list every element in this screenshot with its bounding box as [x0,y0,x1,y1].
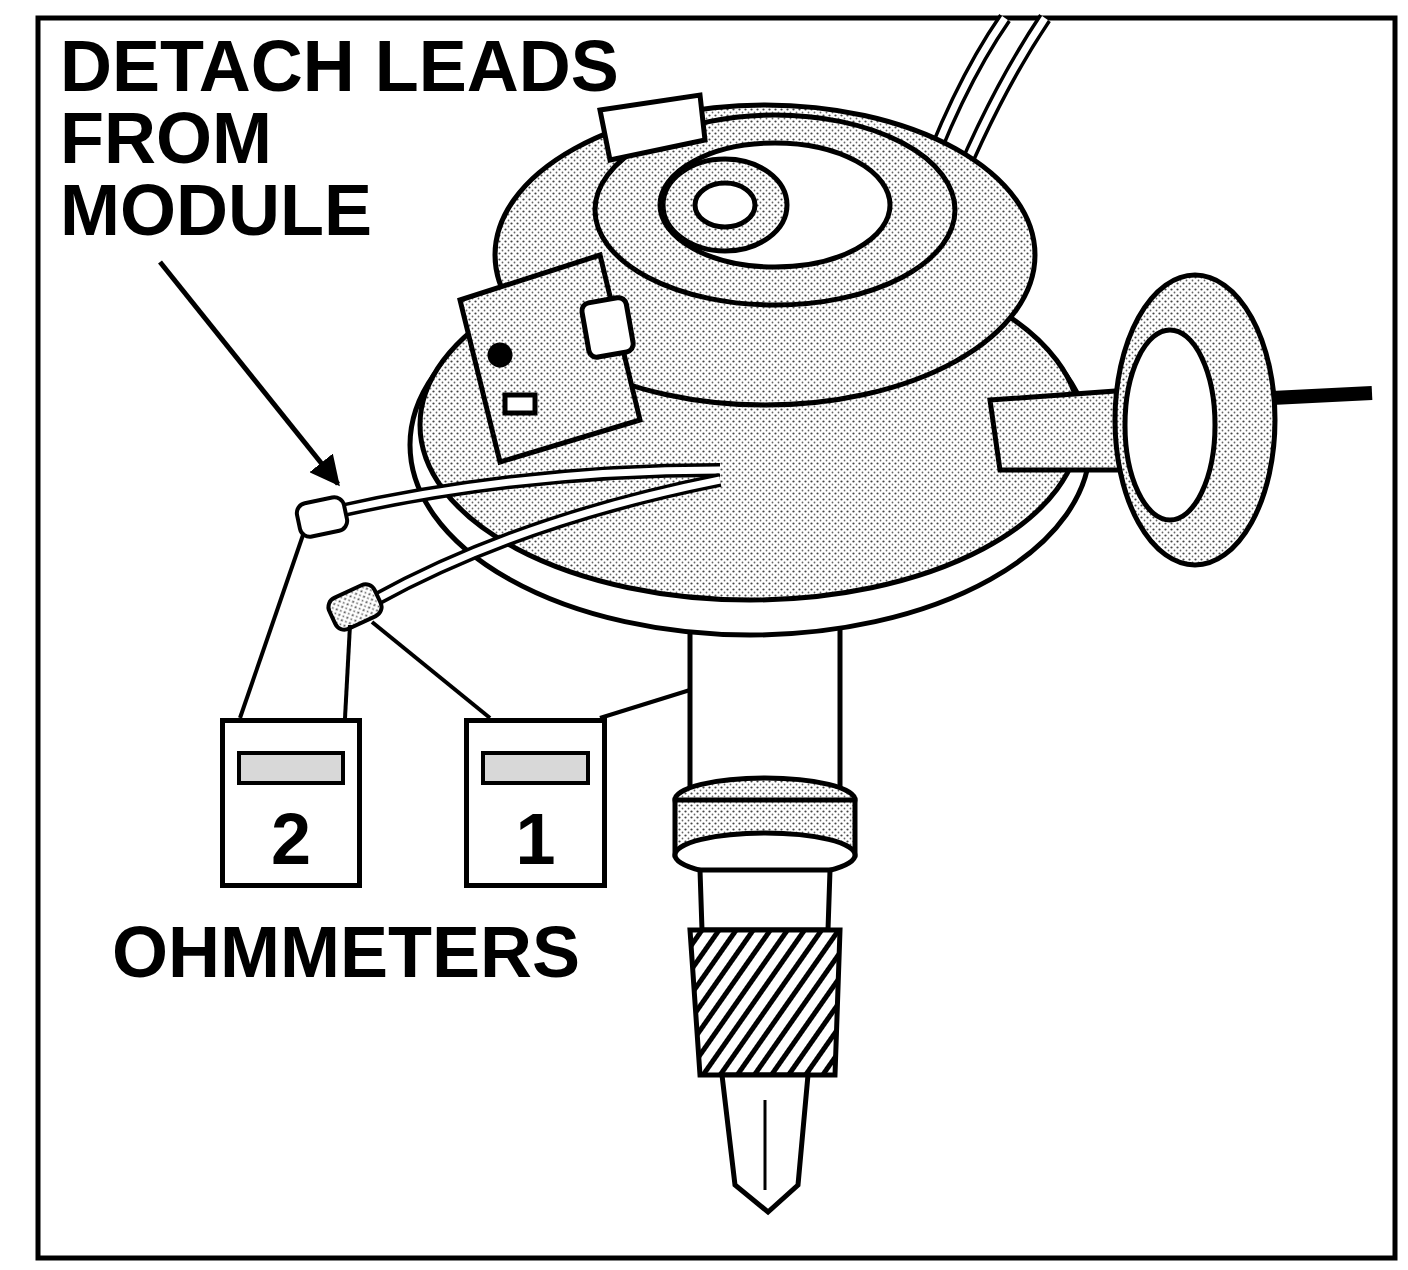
lead-terminals [295,495,385,633]
meter-number: 2 [271,803,311,883]
distributor-housing [410,95,1090,635]
meter-display [481,751,590,785]
callout-note: DETACH LEADS FROM MODULE [60,30,619,246]
module-leads [335,470,720,600]
callout-label: OHMMETERS [112,916,580,988]
frame-border [38,18,1395,1258]
ohmmeter-box: 1 [464,718,607,888]
distributor-shaft [675,600,855,1212]
leader-arrow [160,262,338,484]
meter-number: 1 [515,803,555,883]
vacuum-advance [990,275,1372,565]
meter-display [237,751,345,785]
ohmmeter-box: 2 [220,718,362,888]
meter-wires [240,535,690,718]
